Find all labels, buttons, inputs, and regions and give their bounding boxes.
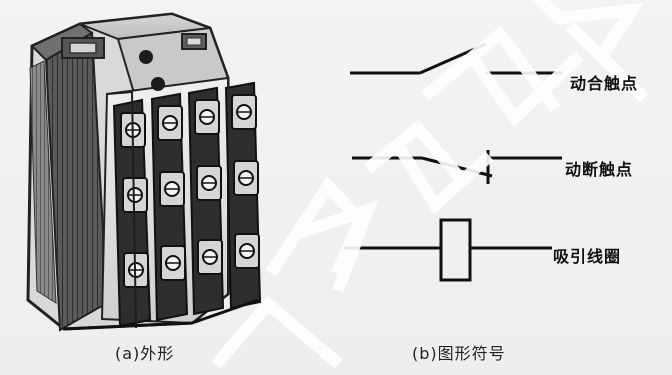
terminal-column-2 [150,92,189,322]
normally-closed-contact-symbol [352,150,562,184]
normally-open-contact-symbol [350,42,562,75]
terminal-blocks [112,81,262,328]
coil-label: 吸引线圈 [553,247,622,266]
terminal-column-3 [187,86,225,316]
terminal-column-4 [224,81,262,310]
contactor-drawing [26,12,262,332]
normally-open-contact-label: 动合触点 [570,74,639,93]
panel-a-caption: (a)外形 [115,344,175,363]
coil-symbol [344,218,552,282]
panel-b-caption: (b)图形符号 [412,344,506,363]
contactor-exterior-illustration [12,8,312,348]
top-holes [139,50,165,91]
normally-closed-contact-label: 动断触点 [565,160,634,179]
terminal-column-1 [112,98,152,328]
